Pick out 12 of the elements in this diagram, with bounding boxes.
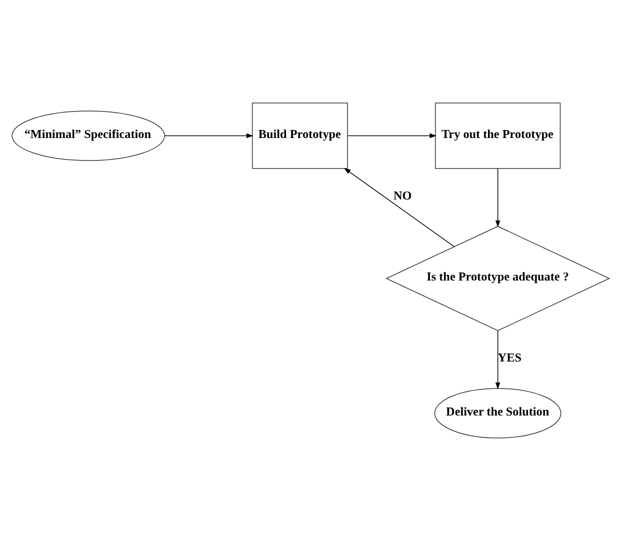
node-box: Try out the Prototype xyxy=(435,102,561,168)
arrow xyxy=(347,132,436,138)
edge-label: NO xyxy=(394,188,412,202)
node-ellipse: “Minimal” Specification xyxy=(12,110,165,160)
edge-label: YES xyxy=(498,350,522,364)
arrow xyxy=(495,330,500,389)
node-ellipse: Deliver the Solution xyxy=(434,388,562,438)
node-diamond: Is the Prototype adequate ? xyxy=(385,225,610,331)
arrow xyxy=(344,167,454,246)
arrow xyxy=(164,132,254,138)
node-box: Build Prototype xyxy=(252,102,348,168)
arrow xyxy=(495,168,500,227)
